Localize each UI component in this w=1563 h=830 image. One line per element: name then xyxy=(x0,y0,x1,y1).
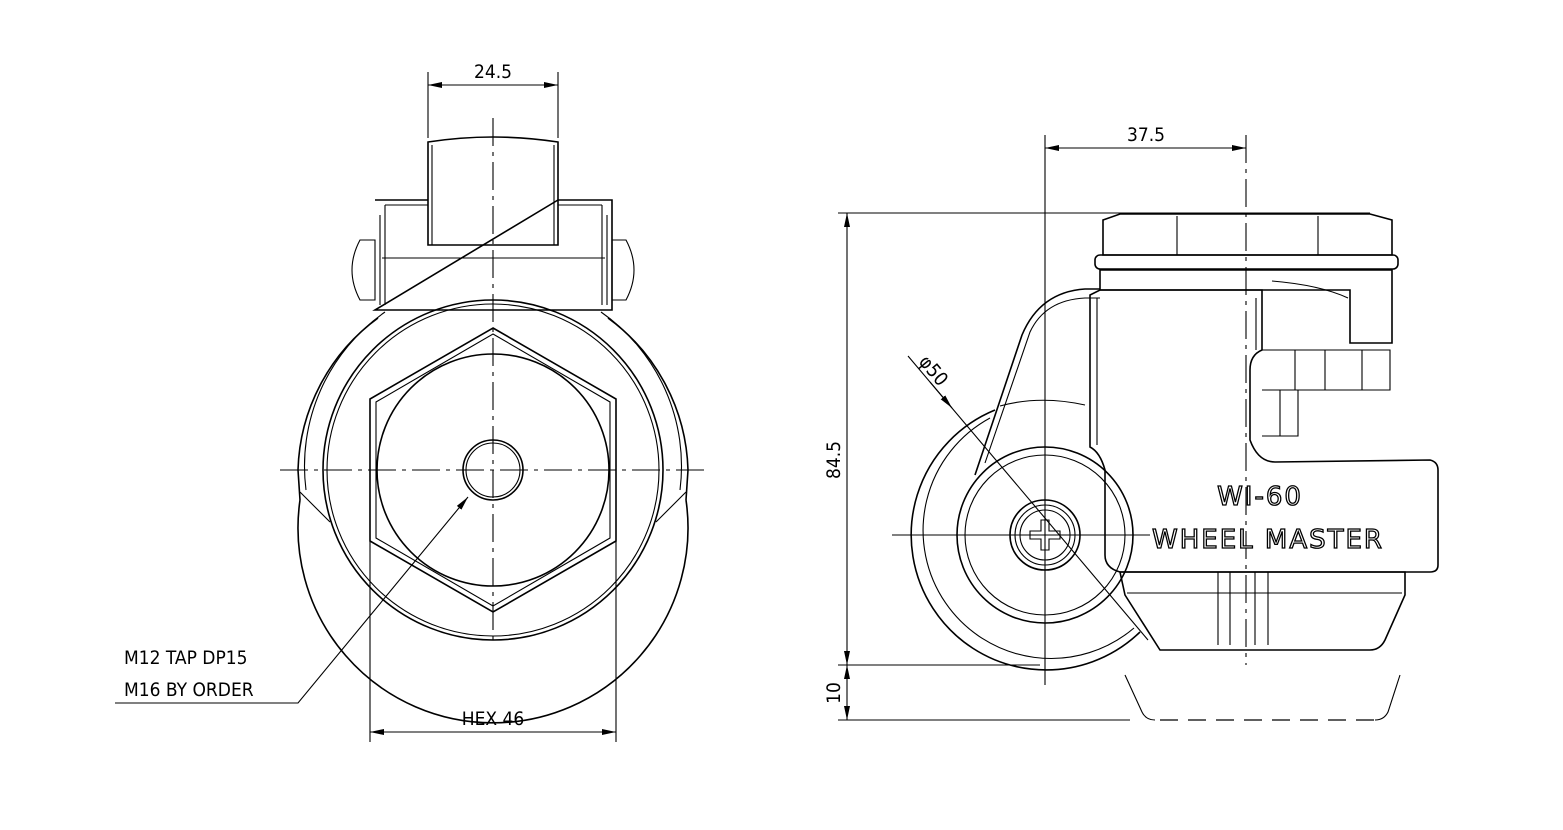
leveling-base xyxy=(1119,571,1406,651)
right-axle-cap xyxy=(611,239,635,301)
wheel-rim xyxy=(956,446,1134,624)
tap-note-line1: M12 TAP DP15 xyxy=(124,647,248,669)
wheel-hub xyxy=(1009,499,1081,571)
side-view: WI-60 WHEEL MASTER φ50 37.5 84.5 10 xyxy=(823,124,1439,721)
wheel-outer xyxy=(910,409,1141,671)
left-axle-cap xyxy=(351,239,376,301)
model-label: WI-60 xyxy=(1217,482,1303,512)
dimension-wheel-diameter-label: φ50 xyxy=(914,351,952,390)
dimension-height-label: 84.5 xyxy=(823,441,845,479)
dimension-width-label: 24.5 xyxy=(474,61,512,83)
hex-nut xyxy=(369,327,617,613)
phillips-screw-icon xyxy=(1029,519,1061,551)
bracket xyxy=(372,199,613,311)
dimension-hex-label: HEX 46 xyxy=(462,708,525,730)
dimension-offset-label: 37.5 xyxy=(1127,124,1165,146)
tap-hole xyxy=(462,439,524,501)
front-view: 24.5 HEX 46 M12 TAP DP15 M16 BY ORDER xyxy=(115,61,708,742)
housing-right-arc xyxy=(607,317,689,501)
brand-label: WHEEL MASTER xyxy=(1152,525,1384,555)
wheel-arm xyxy=(974,288,1100,476)
tap-leader xyxy=(115,496,469,704)
housing-left-arc xyxy=(297,317,379,501)
outer-housing-arc xyxy=(297,499,689,724)
base-circle xyxy=(322,299,664,641)
body xyxy=(1089,289,1439,573)
washer xyxy=(1094,254,1399,270)
tap-note-line2: M16 BY ORDER xyxy=(124,679,254,701)
hex-face-circle xyxy=(376,353,610,587)
stem xyxy=(427,136,559,246)
top-hex-nut xyxy=(1102,213,1393,256)
dimension-travel-label: 10 xyxy=(823,682,845,704)
